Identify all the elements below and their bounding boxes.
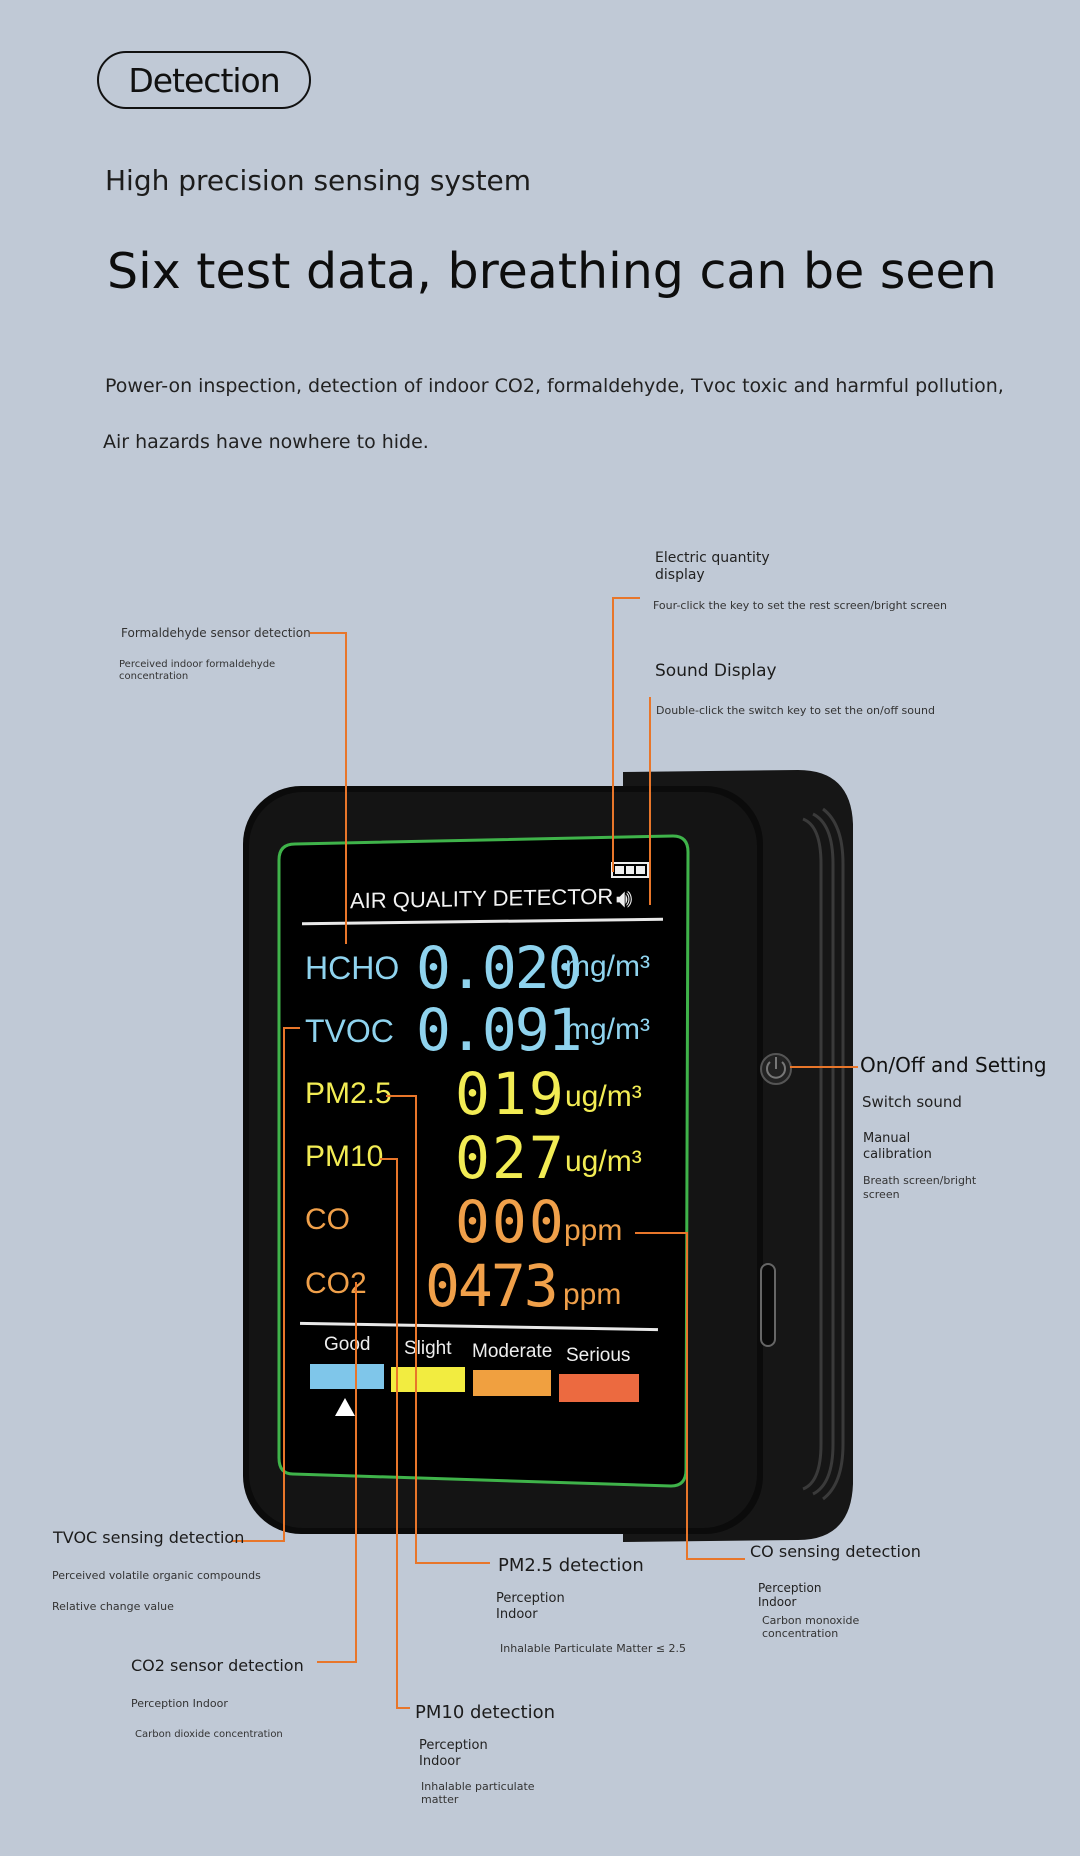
- annotation-onoff-item-1: Switch sound: [862, 1093, 962, 1111]
- annotation-onoff-item-2: Manual calibration: [863, 1131, 932, 1162]
- level-label-serious: Serious: [566, 1345, 631, 1366]
- reading-label-hcho: HCHO: [305, 950, 400, 986]
- level-indicator-icon: [335, 1398, 355, 1416]
- battery-icon: [611, 862, 649, 878]
- reading-value-pm25: 019: [455, 1060, 566, 1128]
- speaker-icon: 🔊︎: [616, 884, 633, 914]
- subtitle: High precision sensing system: [105, 164, 532, 197]
- level-label-moderate: Moderate: [472, 1341, 553, 1362]
- annotation-co-desc-2: Carbon monoxide concentration: [762, 1614, 860, 1641]
- description-line-2: Air hazards have nowhere to hide.: [103, 431, 429, 453]
- level-label-good: Good: [324, 1334, 371, 1355]
- annotation-onoff-title: On/Off and Setting: [860, 1053, 1047, 1077]
- level-bar-serious: [559, 1374, 639, 1402]
- page-title: Six test data, breathing can be seen: [107, 243, 997, 300]
- device-title: AIR QUALITY DETECTOR: [350, 883, 614, 914]
- reading-label-co2: CO2: [305, 1267, 367, 1300]
- annotation-pm25-title: PM2.5 detection: [498, 1555, 644, 1576]
- reading-unit-tvoc: mg/m³: [565, 1013, 650, 1046]
- reading-unit-co2: ppm: [563, 1278, 622, 1311]
- annotation-co2-title: CO2 sensor detection: [131, 1656, 304, 1675]
- annotation-co2-desc-1: Perception Indoor: [131, 1697, 228, 1710]
- reading-unit-pm25: ug/m³: [565, 1080, 642, 1113]
- annotation-tvoc-desc-1: Perceived volatile organic compounds: [52, 1569, 261, 1582]
- annotation-sound-title: Sound Display: [655, 661, 777, 681]
- annotation-sound-desc: Double-click the switch key to set the o…: [656, 704, 935, 717]
- power-button[interactable]: [760, 1053, 792, 1085]
- reading-value-hcho: 0.020: [416, 934, 583, 1002]
- level-bar-slight: [391, 1367, 465, 1392]
- reading-unit-hcho: mg/m³: [565, 950, 650, 983]
- cooling-fins-icon: [802, 807, 845, 1501]
- annotation-pm10-title: PM10 detection: [415, 1702, 556, 1723]
- annotation-co-desc-1: Perception Indoor: [758, 1581, 822, 1610]
- description-line-1: Power-on inspection, detection of indoor…: [105, 375, 1004, 397]
- reading-label-pm25: PM2.5: [305, 1077, 392, 1110]
- annotation-co2-desc-2: Carbon dioxide concentration: [135, 1729, 283, 1740]
- reading-unit-pm10: ug/m³: [565, 1145, 642, 1178]
- reading-value-pm10: 027: [455, 1124, 566, 1192]
- reading-label-tvoc: TVOC: [305, 1013, 394, 1049]
- usb-port: [760, 1263, 776, 1347]
- annotation-electric-title: Electric quantity display: [655, 550, 770, 583]
- annotation-pm10-desc-2: Inhalable particulate matter: [421, 1780, 535, 1807]
- level-bar-moderate: [473, 1370, 551, 1396]
- annotation-onoff-item-3: Breath screen/bright screen: [863, 1174, 977, 1201]
- annotation-hcho-title: Formaldehyde sensor detection: [121, 626, 311, 640]
- level-bar-good: [310, 1364, 384, 1389]
- annotation-co-title: CO sensing detection: [750, 1542, 921, 1561]
- reading-value-tvoc: 0.091: [416, 996, 583, 1064]
- annotation-pm10-desc-1: Perception Indoor: [419, 1738, 488, 1769]
- annotation-hcho-desc: Perceived indoor formaldehyde concentrat…: [119, 659, 276, 682]
- reading-label-co: CO: [305, 1203, 350, 1236]
- reading-unit-co: ppm: [564, 1214, 623, 1247]
- reading-value-co: 000: [455, 1188, 566, 1256]
- reading-label-pm10: PM10: [305, 1140, 384, 1173]
- annotation-electric-desc: Four-click the key to set the rest scree…: [653, 599, 947, 612]
- detection-badge: Detection: [97, 51, 311, 109]
- annotation-tvoc-title: TVOC sensing detection: [53, 1528, 245, 1547]
- level-label-slight: Slight: [404, 1338, 452, 1359]
- reading-value-co2: 0473: [425, 1252, 559, 1320]
- annotation-pm25-desc-1: Perception Indoor: [496, 1591, 565, 1622]
- annotation-tvoc-desc-2: Relative change value: [52, 1600, 174, 1613]
- annotation-pm25-desc-2: Inhalable Particulate Matter ≤ 2.5: [500, 1642, 687, 1655]
